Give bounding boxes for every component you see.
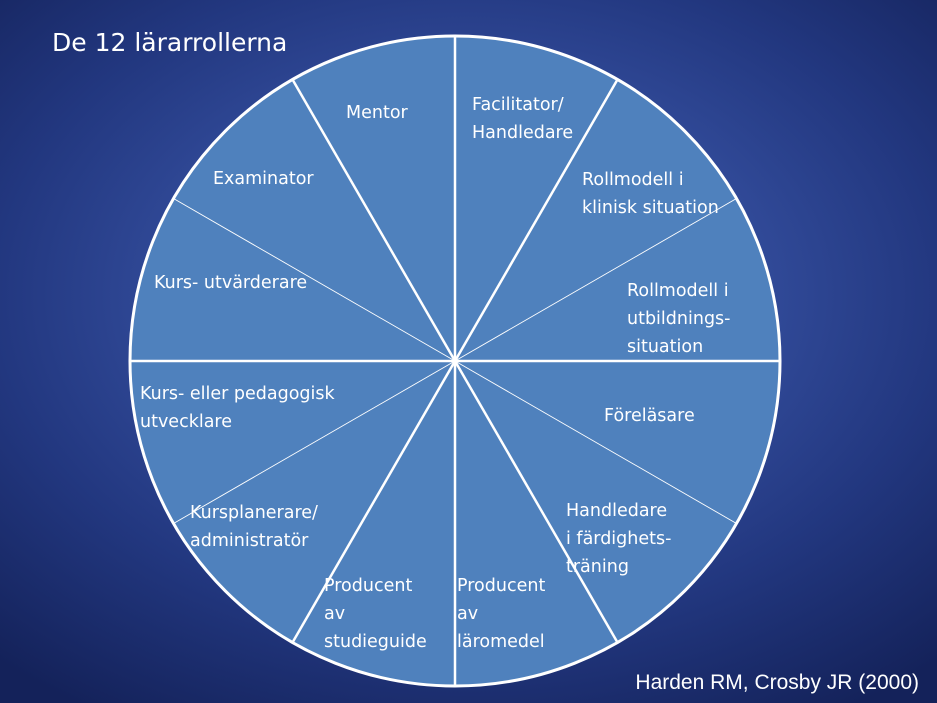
role-line: klinisk situation <box>582 198 719 218</box>
role-line: i färdighets- <box>566 529 672 549</box>
wheel-spokes <box>130 36 780 686</box>
role-label-kursutvecklare: Kurs- eller pedagogisk utvecklare <box>140 380 335 436</box>
wheel-spoke <box>453 78 619 362</box>
wheel-spoke <box>291 78 457 362</box>
role-line: Producent <box>457 576 546 596</box>
role-line: av <box>457 604 479 624</box>
role-line: Facilitator/ <box>472 95 564 115</box>
role-label-producent-laromedel: Producent av läromedel <box>457 572 545 656</box>
role-line: av <box>324 604 346 624</box>
role-label-forelasare: Föreläsare <box>604 402 695 430</box>
role-line: Kurs- eller pedagogisk <box>140 384 335 404</box>
role-line: situation <box>627 337 704 357</box>
wheel-spoke <box>453 360 619 644</box>
role-label-examinator: Examinator <box>213 165 314 193</box>
role-label-kursutvarderare: Kurs- utvärderare <box>154 269 307 297</box>
slide-title: De 12 lärarrollerna <box>52 28 288 57</box>
role-label-handledare-fardighet: Handledare i färdighets- träning <box>566 497 671 581</box>
role-label-facilitator: Facilitator/ Handledare <box>472 91 573 147</box>
role-line: Rollmodell i <box>582 170 684 190</box>
wheel-spoke <box>173 360 456 524</box>
wheel-spoke <box>454 360 737 524</box>
role-line: Handledare <box>566 501 668 521</box>
role-line: läromedel <box>457 632 545 652</box>
wheel-spoke <box>173 198 456 362</box>
role-label-mentor: Mentor <box>346 99 408 127</box>
role-line: träning <box>566 557 629 577</box>
wheel-spoke <box>454 198 737 362</box>
role-line: Mentor <box>346 103 408 123</box>
role-line: administratör <box>190 531 309 551</box>
citation: Harden RM, Crosby JR (2000) <box>635 671 919 694</box>
role-line: studieguide <box>324 632 427 652</box>
role-line: Handledare <box>472 123 574 143</box>
role-label-rollmodell-utbildning: Rollmodell i utbildnings- situation <box>627 277 730 361</box>
role-label-kursplanerare: Kursplanerare/ administratör <box>190 499 318 555</box>
role-line: Kurs- utvärderare <box>154 273 308 293</box>
role-line: Rollmodell i <box>627 281 729 301</box>
role-line: Kursplanerare/ <box>190 503 318 523</box>
role-line: Föreläsare <box>604 406 695 426</box>
role-line: Producent <box>324 576 413 596</box>
role-label-producent-studieguide: Producent av studieguide <box>324 572 427 656</box>
role-line: utbildnings- <box>627 309 731 329</box>
role-line: Examinator <box>213 169 314 189</box>
role-label-rollmodell-klinisk: Rollmodell i klinisk situation <box>582 166 719 222</box>
role-line: utvecklare <box>140 412 232 432</box>
wheel-spoke <box>291 360 457 644</box>
